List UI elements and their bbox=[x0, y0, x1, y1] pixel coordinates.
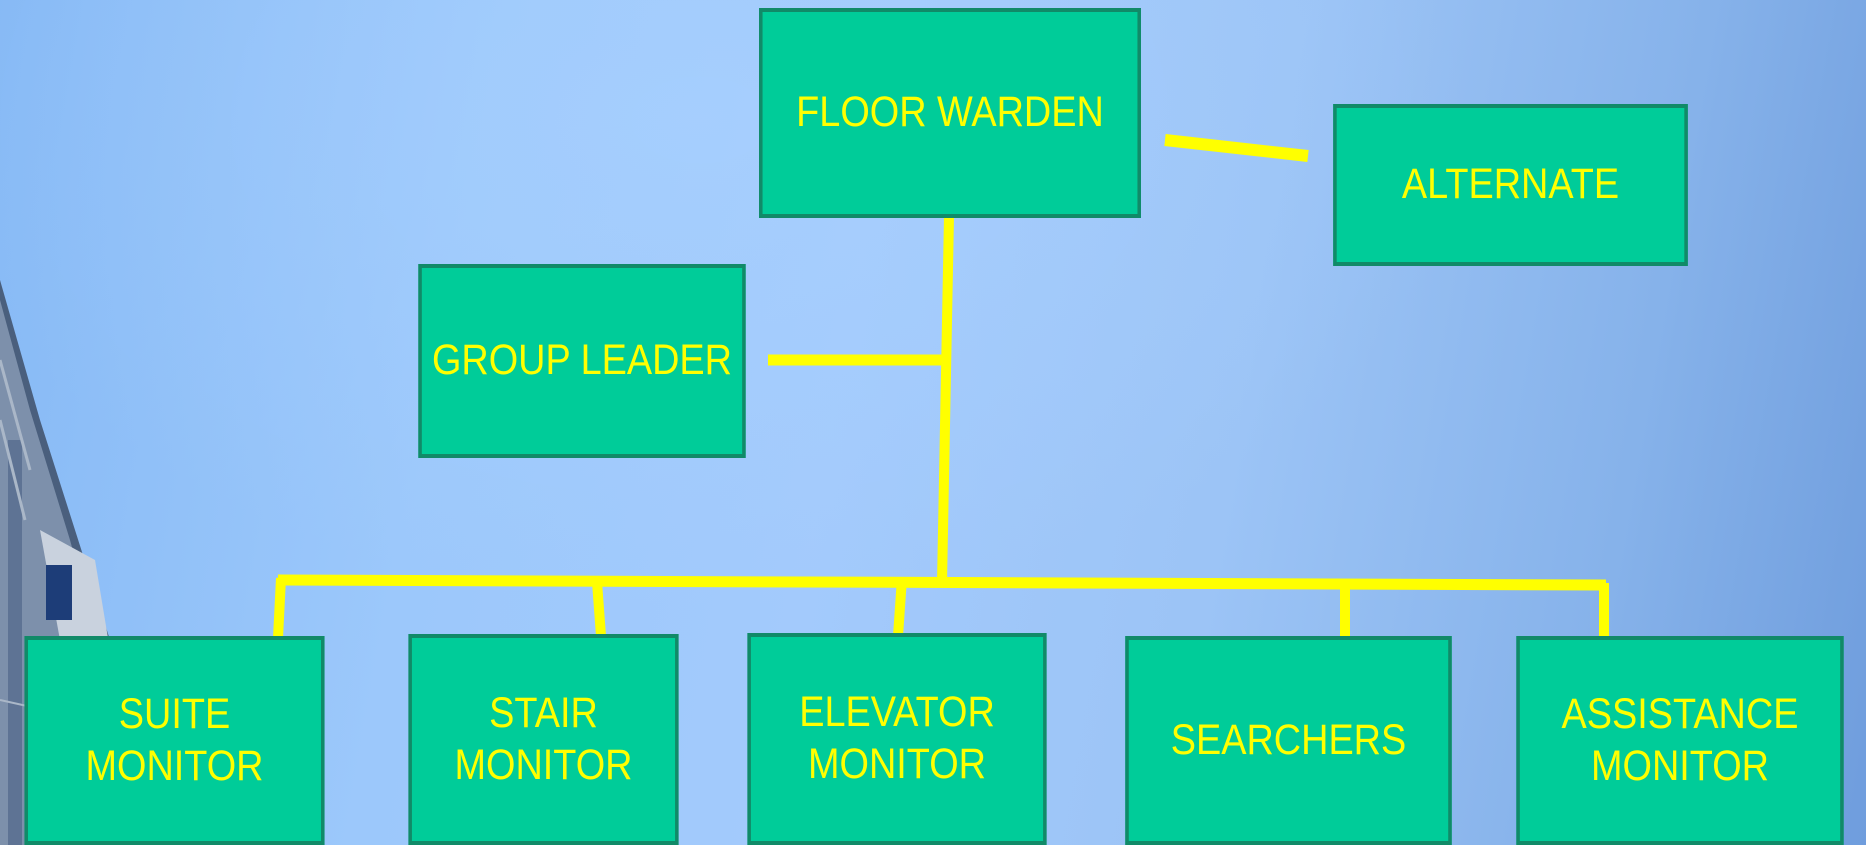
alternate-label: ALTERNATE bbox=[1401, 160, 1620, 209]
connector-elevator-monitor bbox=[893, 577, 907, 637]
connector-bus bbox=[277, 574, 1607, 591]
floor-warden-box: FLOOR WARDEN bbox=[759, 8, 1141, 218]
group-leader-label: GROUP LEADER bbox=[431, 336, 732, 385]
connector-suite-monitor bbox=[273, 577, 286, 639]
searchers-box: SEARCHERS bbox=[1125, 636, 1452, 845]
suite-monitor-label: SUITE MONITOR bbox=[85, 689, 264, 790]
assistance-monitor-box: ASSISTANCE MONITOR bbox=[1516, 636, 1844, 845]
stair-monitor-label: STAIR MONITOR bbox=[454, 688, 633, 789]
assistance-monitor-label: ASSISTANCE MONITOR bbox=[1561, 689, 1799, 790]
suite-monitor-box: SUITE MONITOR bbox=[24, 636, 325, 845]
connector-stair-monitor bbox=[592, 581, 606, 637]
connector-warden-trunk bbox=[937, 215, 954, 584]
floor-warden-label: FLOOR WARDEN bbox=[796, 88, 1104, 137]
connector-warden-alternate bbox=[1164, 134, 1309, 162]
searchers-label: SEARCHERS bbox=[1170, 715, 1407, 764]
alternate-box: ALTERNATE bbox=[1333, 104, 1688, 266]
elevator-monitor-label: ELEVATOR MONITOR bbox=[799, 688, 995, 788]
group-leader-box: GROUP LEADER bbox=[418, 264, 746, 458]
stair-monitor-box: STAIR MONITOR bbox=[408, 634, 679, 845]
elevator-monitor-box: ELEVATOR MONITOR bbox=[747, 633, 1047, 845]
